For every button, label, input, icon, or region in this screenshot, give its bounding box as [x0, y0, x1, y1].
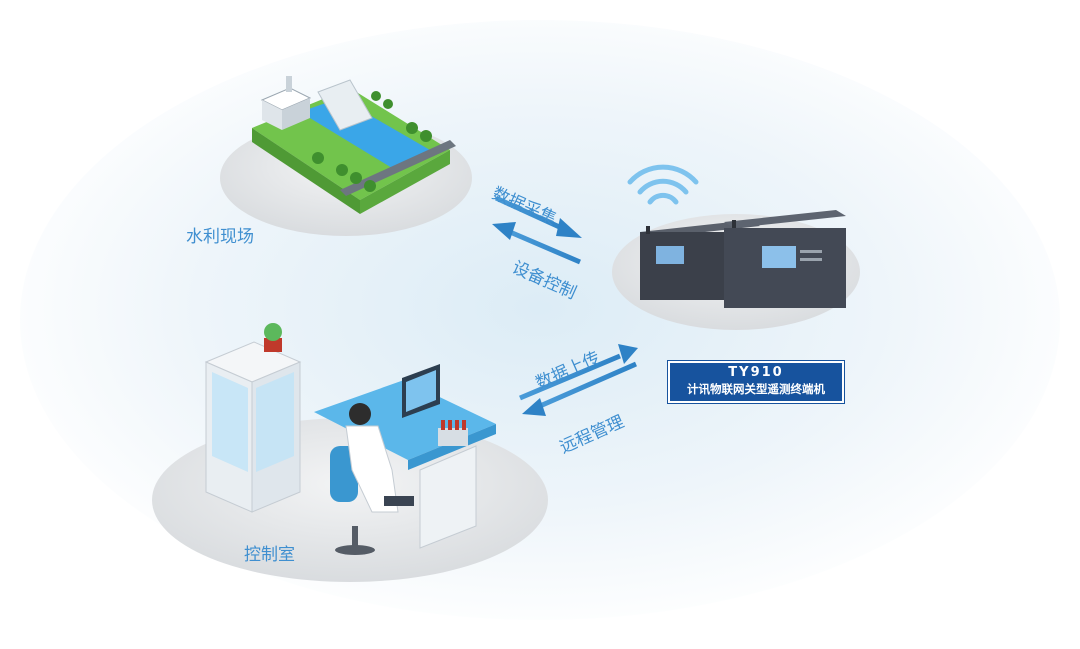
plant [264, 323, 282, 341]
antenna [646, 226, 650, 234]
tree [420, 130, 432, 142]
test-tube-rack [438, 428, 468, 446]
person-head [349, 403, 371, 425]
product-model: TY910 [728, 365, 784, 380]
monitor-screen [406, 370, 436, 412]
test-tube [448, 420, 452, 430]
cabinet-glass-right [256, 372, 294, 472]
tree [364, 180, 376, 192]
dam-wall [317, 79, 373, 131]
test-tube [462, 420, 466, 430]
water-site-label: 水利现场 [186, 227, 254, 247]
chair-base [335, 545, 375, 555]
arrow-control [492, 222, 581, 265]
land-side-right [360, 150, 450, 214]
desk-drawers [419, 445, 477, 549]
device-front-screen [762, 246, 796, 268]
tree [336, 164, 348, 176]
cabinet-glass-left [212, 372, 248, 472]
product-badge: TY910 计讯物联网关型遥测终端机 [668, 361, 844, 403]
arrow-manage [522, 361, 638, 416]
test-tube [441, 420, 445, 430]
antenna [732, 220, 736, 228]
tree [312, 152, 324, 164]
desk-edge [408, 424, 496, 470]
device-front-indicator [800, 250, 822, 253]
chair-stem [352, 526, 358, 548]
device-front-indicator [800, 258, 822, 261]
device-back-screen [656, 246, 684, 264]
tree [350, 172, 362, 184]
tree [371, 91, 381, 101]
plant-pot [264, 338, 282, 352]
wifi-icon [627, 164, 699, 205]
land-side-left [252, 128, 360, 214]
person-body [345, 425, 399, 513]
water-site-illustration [220, 76, 472, 236]
tree [406, 122, 418, 134]
building-right [282, 98, 310, 130]
arrow-collect [494, 195, 582, 238]
control-room-label: 控制室 [244, 545, 295, 565]
tree [383, 99, 393, 109]
device-illustration [612, 210, 860, 330]
test-tube [455, 420, 459, 430]
product-name: 计讯物联网关型遥测终端机 [687, 382, 825, 396]
chimney [286, 76, 292, 92]
arrow-upload [519, 344, 638, 401]
person-shoe [384, 496, 414, 506]
building-left [262, 100, 282, 130]
control-room-illustration [152, 323, 548, 582]
device-front-top [724, 210, 846, 228]
